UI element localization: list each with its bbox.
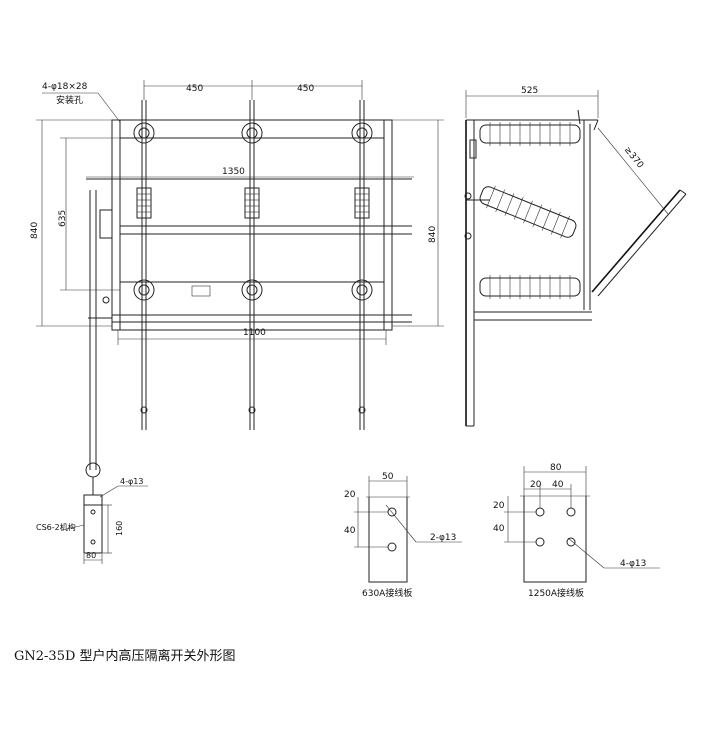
figure-caption: GN2-35D 型户内高压隔离开关外形图: [14, 649, 236, 664]
mount-hole-name: 安装孔: [56, 94, 83, 106]
front-frame: [111, 119, 393, 331]
dim-450-left: 450: [186, 84, 203, 94]
dim-840-mid: 840: [428, 226, 438, 243]
phase-left: [133, 100, 155, 430]
dim-635: 635: [58, 210, 68, 227]
side-view: 525 ≥370: [464, 86, 687, 427]
plate-1250a: 80 20 40 20 40 4-φ13 1250A接线板: [493, 463, 660, 599]
plate-b-dim-20: 20: [493, 501, 505, 511]
plate-b-dim-40: 40: [493, 524, 505, 534]
phase-middle: [241, 100, 263, 430]
upper-insulator: [479, 122, 581, 146]
mount-hole-spec: 4-φ18×28: [42, 82, 88, 92]
plate-b-dim-20a: 20: [530, 480, 542, 490]
dim-1100: 1100: [243, 328, 266, 338]
op-hole-spec: 4-φ13: [120, 477, 143, 486]
plate-a-name: 630A接线板: [362, 587, 412, 599]
op-mech-label: CS6-2机构: [36, 522, 76, 532]
plate-b-hole: 4-φ13: [620, 559, 646, 569]
plate-b-name: 1250A接线板: [528, 587, 584, 599]
phase-right: [351, 100, 373, 430]
plate-a-hole: 2-φ13: [430, 533, 456, 543]
dim-525: 525: [521, 86, 538, 96]
dim-370: ≥370: [622, 145, 646, 171]
plate-a-width: 50: [382, 472, 394, 482]
operating-mechanism: 4-φ13 160 80 CS6-2机构: [36, 462, 148, 564]
dim-450-right: 450: [297, 84, 314, 94]
dim-80-mech: 80: [86, 551, 96, 560]
plate-630a: 50 20 40 2-φ13 630A接线板: [344, 472, 462, 599]
dim-160: 160: [115, 521, 124, 536]
lower-insulator: [479, 275, 581, 299]
plate-b-dim-40a: 40: [552, 480, 564, 490]
plate-a-dim-40: 40: [344, 526, 356, 536]
front-view: 450 450 1350 1100 840 635 840 4-φ18×28 安…: [30, 80, 444, 470]
diagonal-insulator: [479, 185, 577, 239]
plate-a-dim-20: 20: [344, 490, 356, 500]
dim-840-left: 840: [30, 222, 40, 239]
plate-b-width: 80: [550, 463, 562, 473]
dim-1350: 1350: [222, 167, 245, 177]
